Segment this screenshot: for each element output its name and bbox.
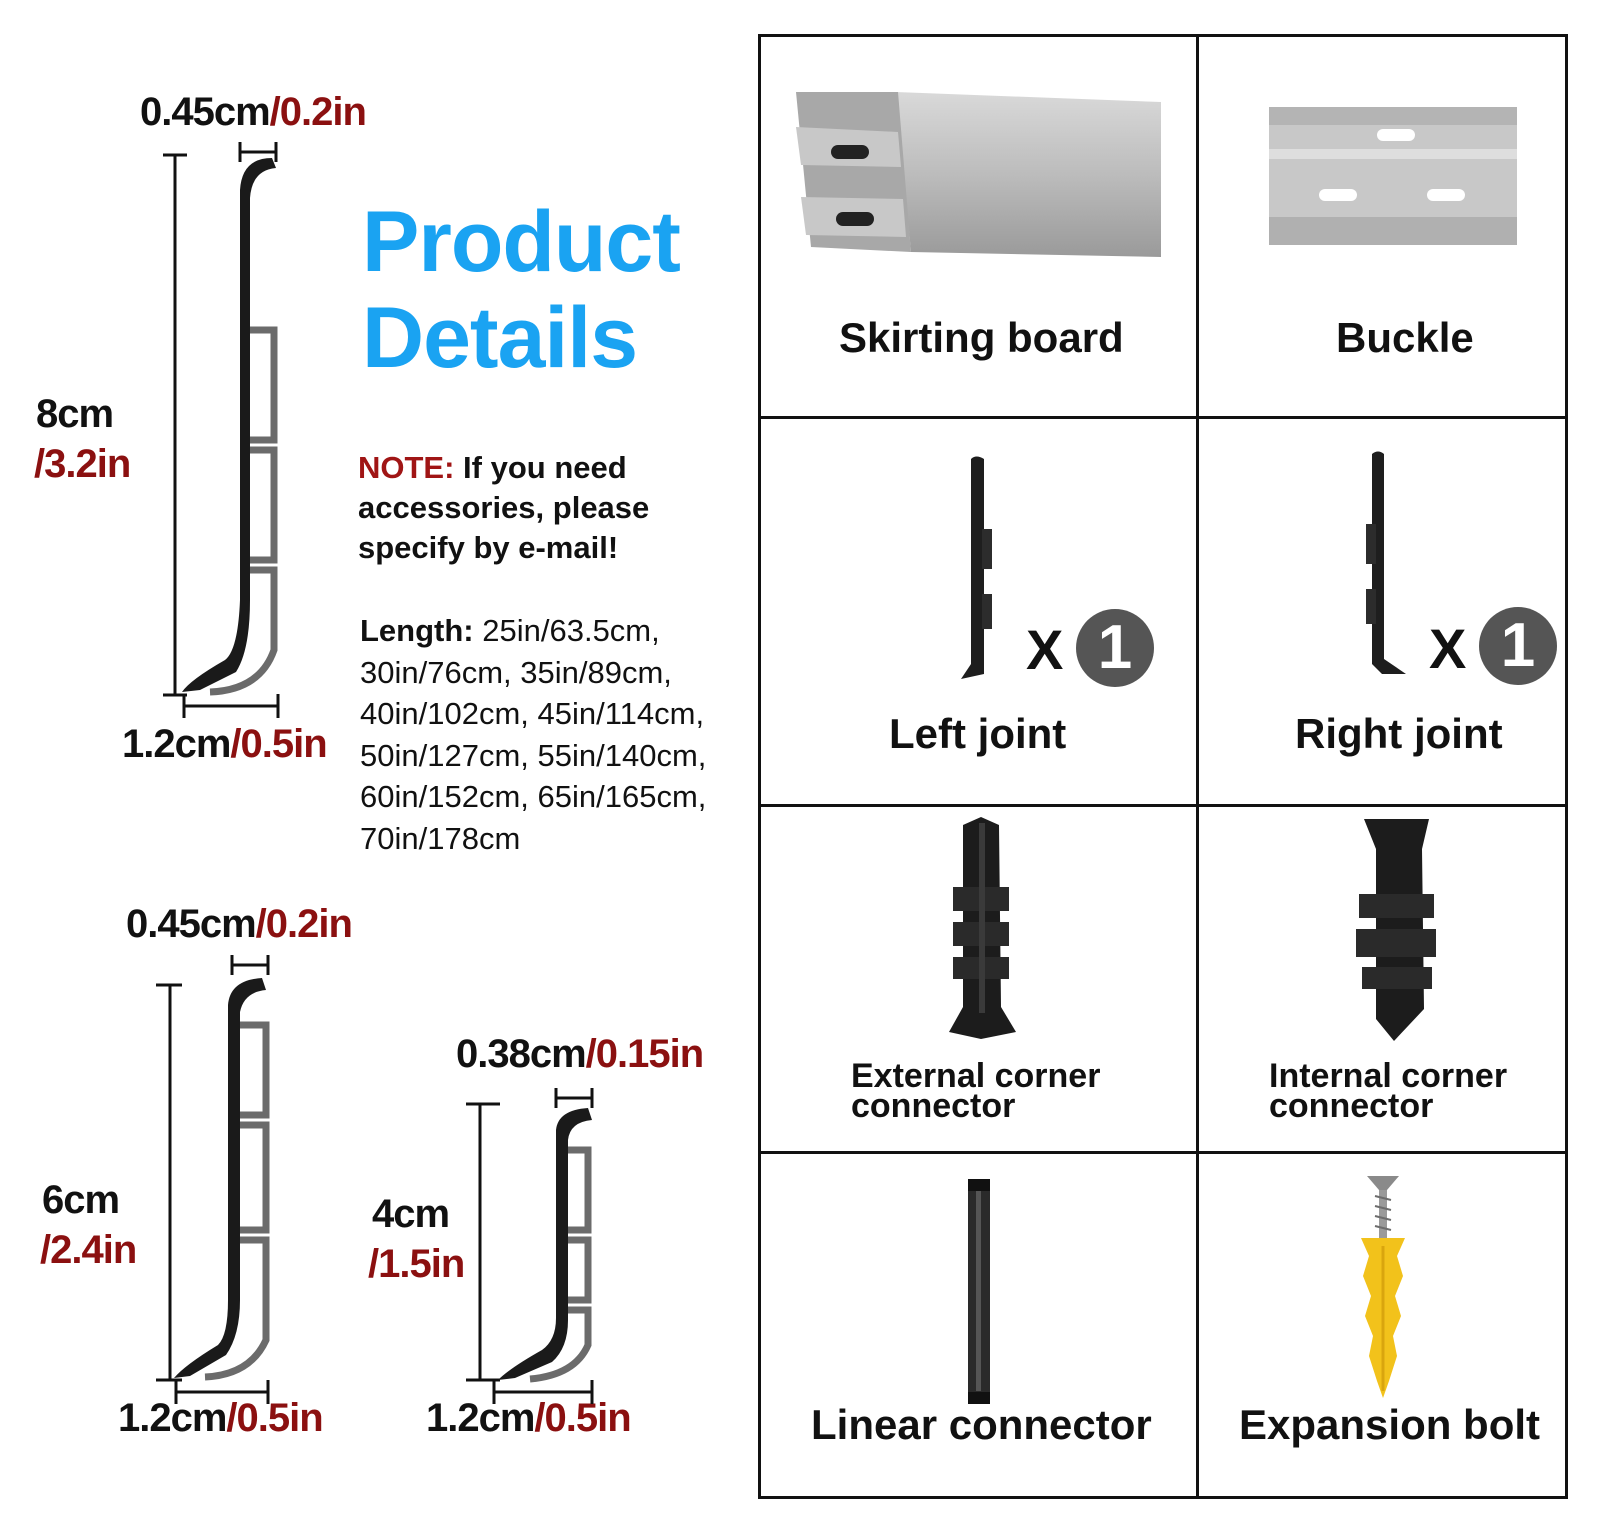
page-title: Product Details <box>362 194 681 386</box>
profile-4cm-height-in: /1.5in <box>368 1242 465 1286</box>
dim-in: /0.5in <box>534 1396 631 1440</box>
length-line: 25in/63.5cm, <box>473 613 660 648</box>
length-label: Length: <box>360 613 474 648</box>
note-line: specify by e-mail! <box>358 530 619 565</box>
profile-8cm-dimension-lines <box>163 142 280 718</box>
internal-corner-image <box>1356 819 1436 1041</box>
length-line: 70in/178cm <box>360 820 521 856</box>
profile-6cm-back <box>204 1021 270 1381</box>
dim-cm: 0.45cm <box>126 902 257 946</box>
profile-6cm-base-label: 1.2cm/0.5in <box>118 1396 324 1440</box>
profile-4cm-dimension-lines <box>466 1088 594 1404</box>
profile-4cm-top-label: 0.38cm/0.15in <box>456 1032 705 1076</box>
dim-cm: 1.2cm <box>118 1396 227 1440</box>
profile-6cm-drawing <box>156 955 270 1404</box>
right-joint-label: Right joint <box>1295 710 1503 757</box>
profile-8cm-height-cm: 8cm <box>36 392 114 436</box>
cell-internal-corner-connector: Internal corner connector <box>1199 807 1571 1151</box>
left-joint-image <box>961 456 992 679</box>
buckle-image <box>1269 107 1517 245</box>
length-line: 50in/127cm, 55in/140cm, <box>360 737 707 773</box>
buckle-label: Buckle <box>1336 314 1474 361</box>
grid-divider-row2 <box>761 804 1565 807</box>
parts-grid: Skirting board Buckle X 1 Left joint <box>758 34 1568 1499</box>
left-joint-label: Left joint <box>889 710 1067 757</box>
page-title-line1: Product <box>362 194 681 290</box>
dim-cm: 0.45cm <box>140 90 271 134</box>
cell-external-corner-connector: External corner connector <box>761 807 1196 1151</box>
note-block: NOTE: If you need accessories, please sp… <box>358 448 649 568</box>
profile-4cm-drawing <box>466 1088 594 1404</box>
dim-cm: 1.2cm <box>122 722 231 766</box>
dim-in: /0.5in <box>226 1396 323 1440</box>
profile-8cm-top-label: 0.45cm/0.2in <box>140 90 367 134</box>
internal-corner-label: Internal corner connector <box>1269 1057 1508 1125</box>
left-joint-quantity-badge: 1 <box>1076 609 1154 687</box>
dim-in: /0.2in <box>269 90 367 134</box>
profile-6cm-height-in: /2.4in <box>40 1228 137 1272</box>
grid-divider-row1 <box>761 416 1565 419</box>
linear-connector-image <box>968 1179 990 1404</box>
cell-skirting-board: Skirting board <box>761 37 1196 416</box>
internal-corner-label-line2: connector <box>1269 1087 1434 1125</box>
dim-in: /0.15in <box>585 1032 705 1076</box>
external-corner-label-line2: connector <box>851 1087 1016 1125</box>
note-line: If you need <box>454 450 627 485</box>
length-line: 30in/76cm, 35in/89cm, <box>360 654 672 690</box>
cell-linear-connector: Linear connector <box>761 1154 1196 1499</box>
grid-divider-row3 <box>761 1151 1565 1154</box>
dim-in: /0.2in <box>255 902 353 946</box>
left-joint-quantity-x: X <box>1026 618 1064 681</box>
profile-8cm-base-label: 1.2cm/0.5in <box>122 722 328 766</box>
grid-divider-vertical <box>1196 37 1199 1496</box>
profile-8cm-back <box>209 326 278 696</box>
length-block: Length: 25in/63.5cm, 30in/76cm, 35in/89c… <box>360 610 706 859</box>
linear-connector-label: Linear connector <box>811 1401 1152 1448</box>
profile-6cm-height-cm: 6cm <box>42 1178 120 1222</box>
skirting-board-label: Skirting board <box>839 314 1124 361</box>
right-joint-quantity-x: X <box>1429 617 1467 680</box>
external-corner-label: External corner connector <box>851 1057 1101 1125</box>
external-corner-label-line1: External corner <box>851 1057 1101 1095</box>
internal-corner-label-line1: Internal corner <box>1269 1057 1508 1095</box>
cell-left-joint: X 1 Left joint <box>761 419 1196 804</box>
right-joint-quantity-badge: 1 <box>1479 607 1557 685</box>
dim-cm: 0.38cm <box>456 1032 587 1076</box>
profile-8cm-height-in: /3.2in <box>34 442 131 486</box>
external-corner-image <box>949 817 1016 1039</box>
cell-buckle: Buckle <box>1199 37 1571 416</box>
cell-right-joint: X 1 Right joint <box>1199 419 1571 804</box>
page-title-line2: Details <box>362 290 638 386</box>
right-joint-image <box>1366 451 1406 674</box>
dim-cm: 1.2cm <box>426 1396 535 1440</box>
dim-in: /0.5in <box>230 722 327 766</box>
profile-6cm-dimension-lines <box>156 955 270 1404</box>
expansion-bolt-label: Expansion bolt <box>1239 1401 1541 1448</box>
profile-6cm-top-label: 0.45cm/0.2in <box>126 902 353 946</box>
profile-4cm-base-label: 1.2cm/0.5in <box>426 1396 632 1440</box>
profile-4cm-back <box>529 1146 592 1383</box>
cell-expansion-bolt: Expansion bolt <box>1199 1154 1571 1499</box>
skirting-board-image <box>796 92 1161 257</box>
length-line: 60in/152cm, 65in/165cm, <box>360 779 707 814</box>
profile-4cm-height-cm: 4cm <box>372 1192 450 1236</box>
note-label: NOTE: <box>358 450 455 485</box>
profile-8cm-drawing <box>163 142 280 718</box>
expansion-bolt-image <box>1361 1176 1405 1398</box>
note-line: accessories, please <box>358 490 650 525</box>
length-line: 40in/102cm, 45in/114cm, <box>360 696 705 731</box>
